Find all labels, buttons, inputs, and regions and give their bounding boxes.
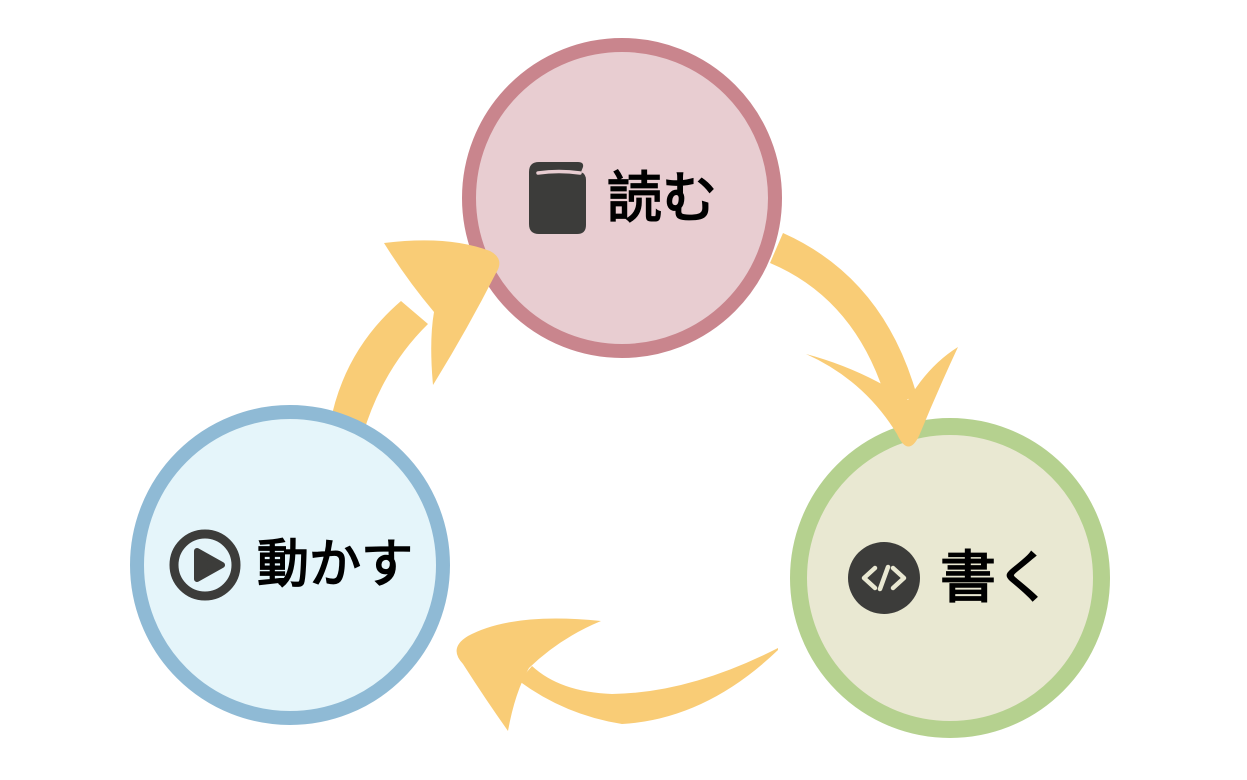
- arrow-write-to-run-head: [456, 618, 601, 731]
- code-left-bracket: [861, 565, 878, 591]
- book-icon-svg: [528, 162, 586, 234]
- node-label-write: 書く: [940, 546, 1052, 609]
- node-label-read: 読む: [606, 166, 717, 229]
- play-icon-triangle: [193, 548, 225, 582]
- code-icon: [848, 542, 920, 614]
- code-right-bracket: [890, 565, 907, 591]
- arrow-read-to-write-body: [770, 233, 917, 406]
- node-run: 動かす: [130, 405, 450, 725]
- book-pages-line: [536, 169, 582, 175]
- node-write: 書く: [790, 418, 1110, 738]
- node-read-content: 読む: [527, 160, 717, 236]
- play-icon: [167, 527, 243, 603]
- play-icon-svg: [169, 529, 241, 601]
- node-read: 読む: [462, 38, 782, 358]
- code-icon-glyph: [861, 564, 907, 592]
- node-run-content: 動かす: [167, 527, 413, 603]
- code-slash: [877, 564, 891, 592]
- play-icon-ring: [169, 529, 241, 601]
- code-icon-svg: [848, 542, 920, 614]
- book-icon: [527, 160, 589, 236]
- book-shape: [528, 162, 586, 234]
- node-write-content: 書く: [848, 542, 1052, 614]
- arrow-write-to-run-body: [519, 648, 778, 724]
- node-label-run: 動かす: [256, 536, 413, 594]
